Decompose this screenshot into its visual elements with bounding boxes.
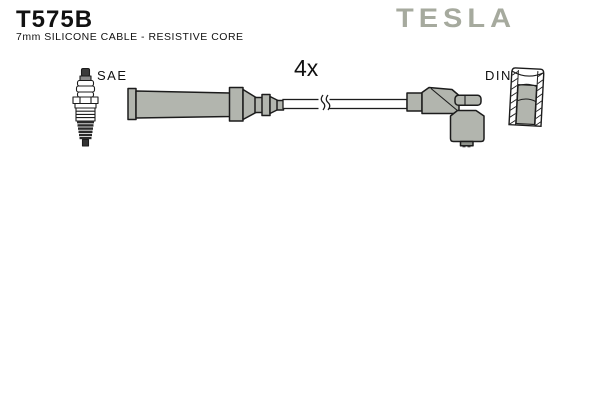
tesla-brand-logo: TESLA (396, 4, 517, 34)
sae-label: SAE (97, 68, 128, 83)
spark-plug-icon (72, 67, 99, 147)
cable-break-icon (318, 94, 331, 111)
quantity-label: 4x (294, 55, 319, 81)
din-terminal-icon (508, 67, 545, 128)
part-description: 7mm SILICONE CABLE - RESISTIVE CORE (16, 31, 244, 43)
part-number: T575B (16, 6, 94, 33)
cable-wire (282, 94, 408, 111)
din-elbow-boot-icon (406, 86, 485, 148)
sae-straight-boot-icon (127, 86, 285, 122)
din-label: DIN (485, 68, 512, 83)
